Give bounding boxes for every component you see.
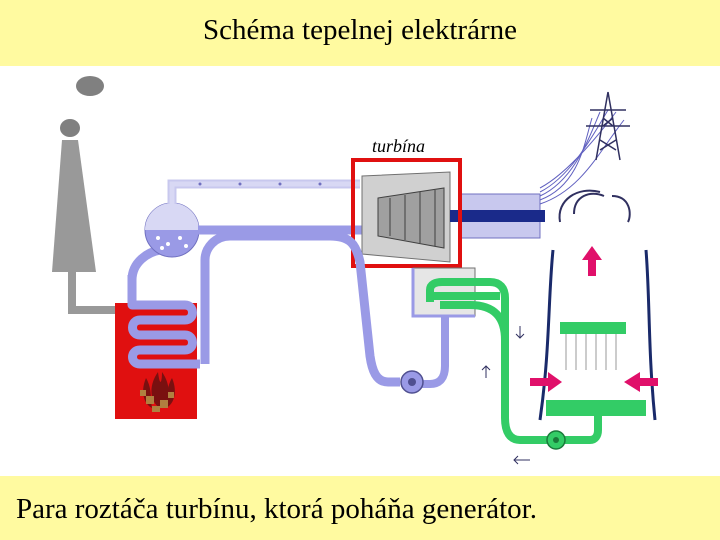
turbine-highlight-box	[351, 158, 462, 268]
air-inlet-arrow-left-icon	[530, 372, 562, 392]
spray-deck	[560, 322, 626, 334]
transmission-tower-icon	[586, 91, 630, 161]
boiler-coil	[127, 275, 200, 369]
turbine-rotor	[377, 187, 445, 249]
cooling-tower	[538, 249, 657, 421]
chimney	[52, 140, 96, 272]
fire-icon	[140, 372, 175, 412]
caption-text: Para roztáča turbínu, ktorá poháňa gener…	[16, 493, 537, 525]
condensate-pipe	[418, 316, 449, 388]
air-inlet-arrow-right-icon	[624, 372, 658, 392]
caption-bar	[0, 476, 720, 540]
cooling-basin	[546, 400, 646, 416]
updraft-arrow-icon	[582, 246, 602, 276]
flow-arrow-icons	[481, 326, 530, 465]
steam-pipe-top	[167, 179, 360, 204]
feed-water-pipe	[329, 231, 400, 387]
flue-duct	[68, 270, 130, 314]
cooling-water-loop	[426, 278, 509, 340]
smoke-puff-icon	[76, 76, 104, 96]
title-bar	[0, 0, 720, 66]
power-plant-diagram: turbína	[52, 76, 658, 465]
turbine-label: turbína	[372, 136, 425, 156]
smoke-puff-icon	[60, 119, 80, 137]
page-title: Schéma tepelnej elektrárne	[202, 14, 517, 46]
